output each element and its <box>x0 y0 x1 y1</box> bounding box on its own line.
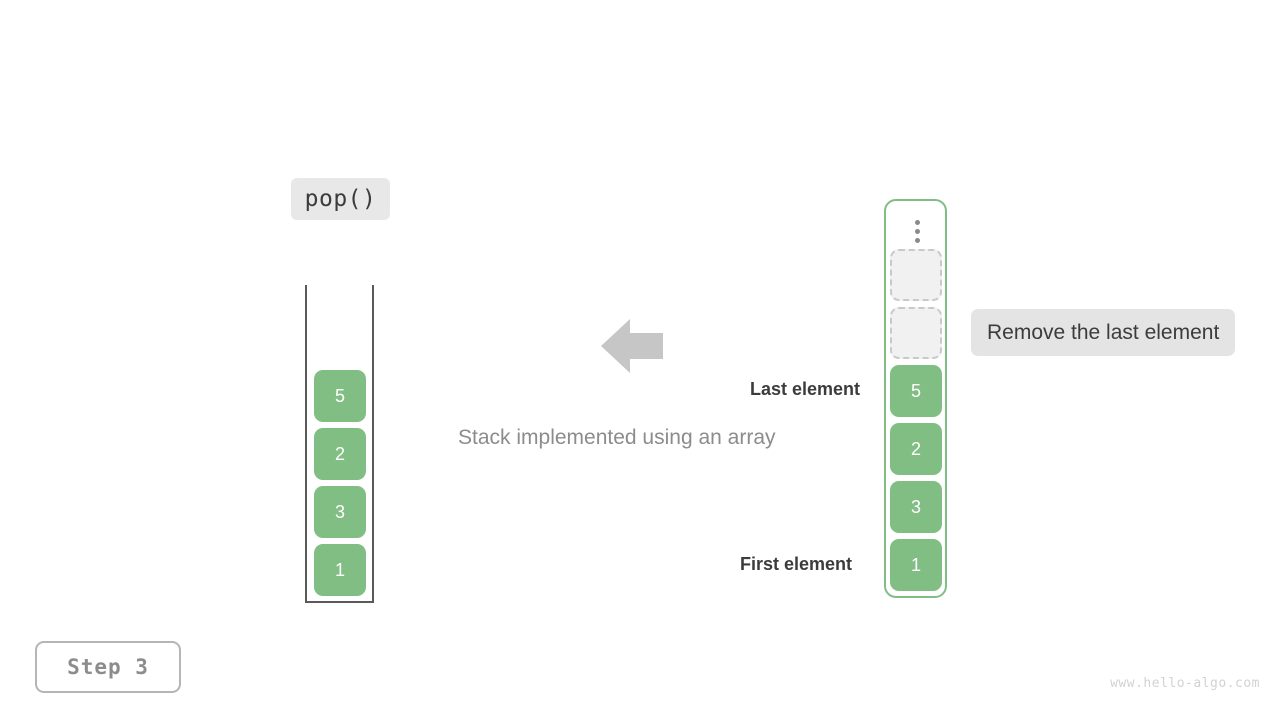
array-empty-slot <box>890 249 942 301</box>
ellipsis-dot <box>915 228 920 234</box>
stack-wall-left <box>305 285 307 603</box>
stack-wall-right <box>372 285 374 603</box>
array-element: 5 <box>890 365 942 417</box>
operation-label: pop() <box>291 178 390 220</box>
diagram-caption: Stack implemented using an array <box>458 426 776 449</box>
first-element-label: First element <box>739 554 852 574</box>
array-slot-list: 5 2 3 1 <box>890 249 943 591</box>
watermark: www.hello-algo.com <box>1110 676 1260 691</box>
stack-element: 3 <box>314 486 366 538</box>
stack-element: 5 <box>314 370 366 422</box>
array-empty-slot <box>890 307 942 359</box>
stack-element: 2 <box>314 428 366 480</box>
array-container: 5 2 3 1 <box>884 199 947 598</box>
stack-element-list: 5 2 3 1 <box>314 370 366 596</box>
array-element: 2 <box>890 423 942 475</box>
stack-container: 5 2 3 1 <box>305 285 374 603</box>
ellipsis-dot <box>915 219 920 225</box>
array-element: 3 <box>890 481 942 533</box>
stack-floor <box>305 601 374 603</box>
stack-element: 1 <box>314 544 366 596</box>
vertical-ellipsis-icon <box>886 211 949 251</box>
step-badge: Step 3 <box>35 641 181 693</box>
arrow-left-icon <box>601 318 663 374</box>
last-element-label: Last element <box>749 379 860 399</box>
array-element: 1 <box>890 539 942 591</box>
operation-note: Remove the last element <box>971 309 1236 356</box>
ellipsis-dot <box>915 237 920 243</box>
